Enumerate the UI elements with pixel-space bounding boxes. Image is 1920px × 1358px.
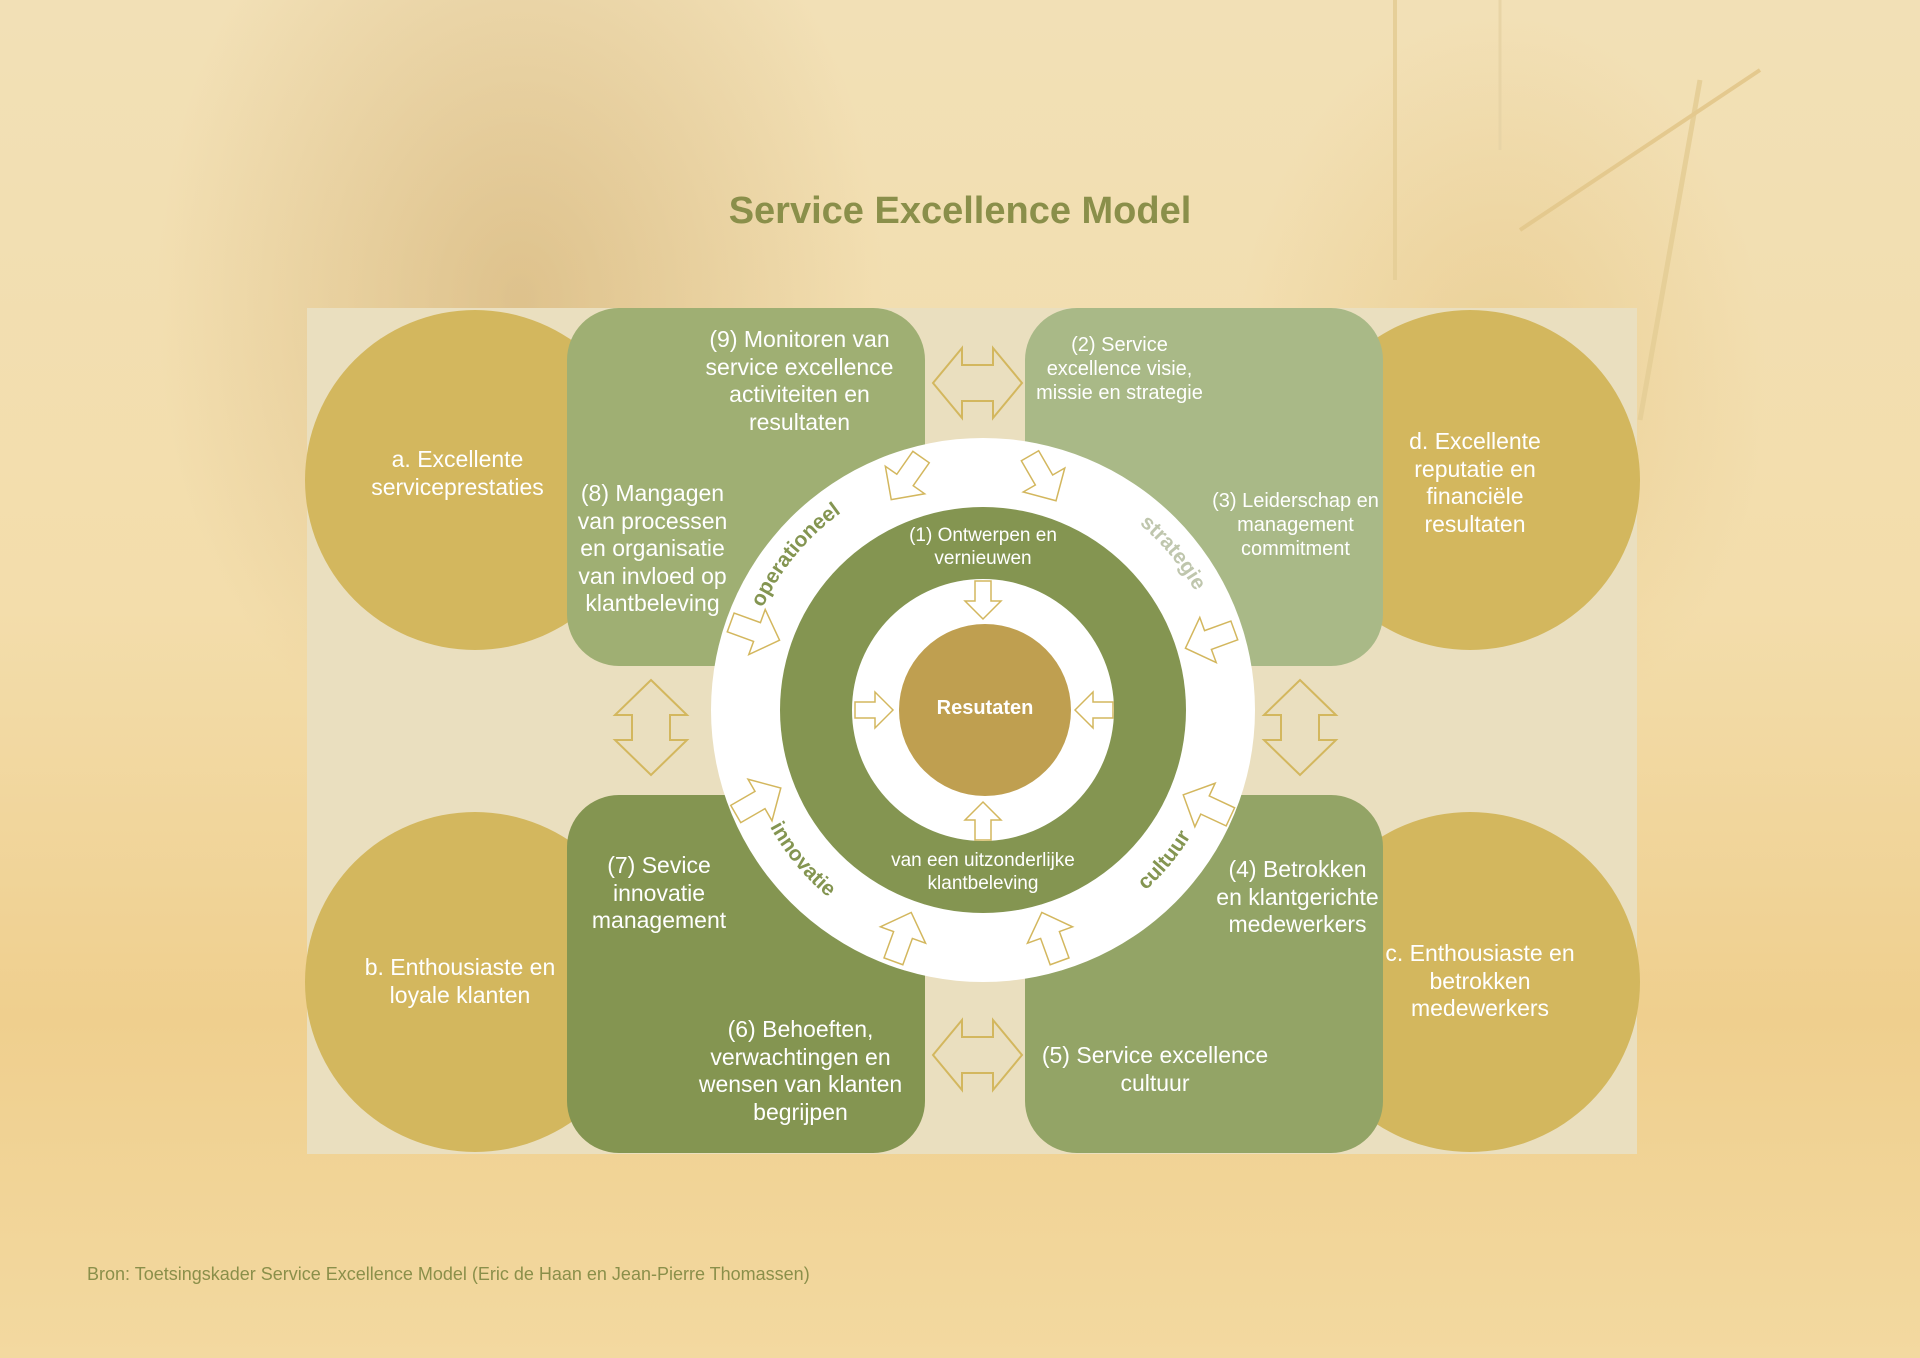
box-label-4: (4) Betrokken en klantgerichte medewerke… <box>1216 856 1379 938</box>
box-label-5: (5) Service excellence cultuur <box>1041 1042 1269 1096</box>
box-label-2: (2) Service excellence visie, missie en … <box>1036 334 1203 404</box>
result-label-b: b. Enthousiaste en loyale klanten <box>364 954 556 1008</box>
inner-arrow-bottom <box>963 800 1003 841</box>
inner-arrow-right <box>1073 690 1114 730</box>
double-arrow-top <box>931 345 1024 421</box>
result-label-c: c. Enthousiaste en betrokken medewerkers <box>1385 940 1575 1022</box>
arrow-in-2 <box>1020 449 1066 502</box>
double-arrow-left <box>612 678 690 777</box>
arrow-in-3 <box>1184 615 1239 664</box>
box-label-3: (3) Leiderschap en management commitment <box>1212 490 1379 560</box>
box-label-9: (9) Monitoren van service excellence act… <box>705 326 894 435</box>
inner-arrow-top <box>963 580 1003 621</box>
arrow-in-1 <box>884 450 931 501</box>
inner-top-label: (1) Ontwerpen en vernieuwen <box>909 525 1057 569</box>
inner-bottom-label: van een uitzonderlijke klantbeleving <box>891 850 1075 894</box>
box-label-7: (7) Sevice innovatie management <box>591 852 727 934</box>
page-title: Service Excellence Model <box>728 190 1192 232</box>
double-arrow-bottom <box>931 1017 1024 1093</box>
arrow-in-7 <box>729 778 782 824</box>
result-label-a: a. Excellente serviceprestaties <box>371 446 544 500</box>
arrow-in-5 <box>1026 911 1075 966</box>
arrow-in-6 <box>878 911 927 966</box>
source-note: Bron: Toetsingskader Service Excellence … <box>87 1264 810 1284</box>
box-label-6: (6) Behoeften, verwachtingen en wensen v… <box>698 1016 903 1125</box>
arrow-in-4 <box>1182 781 1236 829</box>
arrow-in-8 <box>726 607 781 656</box>
box-label-8: (8) Mangagen van processen en organisati… <box>577 480 728 617</box>
result-label-d: d. Excellente reputatie en financiële re… <box>1409 428 1541 537</box>
center-label: Resutaten <box>936 697 1034 719</box>
inner-arrow-left <box>854 690 895 730</box>
double-arrow-right <box>1261 678 1339 777</box>
center-circle <box>899 624 1071 796</box>
